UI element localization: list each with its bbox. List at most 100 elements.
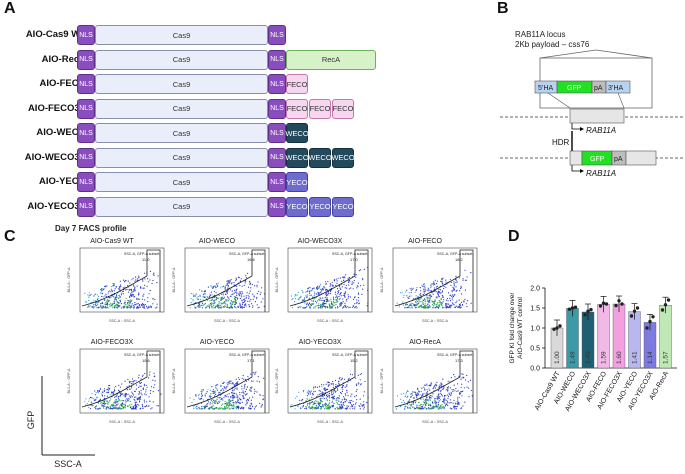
bar-value-label: 1.40 — [585, 351, 592, 364]
bar-value-label: 1.60 — [616, 351, 623, 364]
facs-plot-title: AIO-FECO3X — [90, 339, 134, 346]
ha3-label: 3’HA — [608, 85, 624, 92]
nls-domain: NLS — [77, 98, 95, 119]
facs-plot-title: AIO-FECO — [408, 238, 442, 245]
facs-plot-title: AIO-WECO — [198, 238, 236, 245]
y-tick-label: 0.5 — [530, 346, 540, 353]
nls-domain: NLS — [77, 147, 95, 168]
weco-domain: WECO — [331, 147, 355, 168]
facs-axis-legend: GFP SSC-A — [26, 376, 95, 469]
panel-label-b: B — [497, 0, 509, 17]
yeco-domain: YECO — [309, 196, 331, 217]
facs-gate-label: SSC-A, GFP-A subset — [332, 353, 367, 357]
y-tick-label: 1.5 — [530, 306, 540, 313]
facs-gate-label: SSC-A, GFP-A subset — [229, 252, 264, 256]
yeco-domain: YECO — [286, 172, 308, 192]
ssc-axis-label: SSC-A — [54, 459, 82, 469]
facs-title: Day 7 FACS profile — [55, 224, 127, 233]
facs-gate-value: 17.0 — [350, 257, 359, 262]
bar-value-label: 1.14 — [647, 351, 654, 364]
facs-y-axis-label: BL1-A :: GFP-A — [172, 267, 176, 292]
facs-y-axis-label: BL1-A :: GFP-A — [380, 267, 384, 292]
replicate-point — [620, 302, 624, 306]
facs-y-axis-label: BL1-A :: GFP-A — [275, 368, 279, 393]
construct-label: AIO-RecA — [41, 53, 86, 65]
facs-gate-label: SSC-A, GFP-A subset — [332, 252, 367, 256]
facs-gate-label: SSC-A, GFP-A subset — [229, 353, 264, 357]
gfp-label: GFP — [567, 85, 582, 92]
reca-domain: RecA — [286, 49, 376, 70]
cas9-domain: Cas9 — [95, 196, 268, 217]
facs-plot-title: AIO-YECO3X — [298, 339, 342, 346]
replicate-point — [614, 303, 618, 308]
weco-domain: WECO — [285, 123, 309, 143]
y-tick-label: 1.0 — [530, 326, 540, 333]
replicate-point — [660, 308, 665, 312]
replicate-point — [586, 309, 590, 313]
facs-gate-label: SSC-A, GFP-A subset — [437, 252, 472, 256]
nls-domain: NLS — [268, 147, 286, 168]
facs-gate-value: 15.6 — [142, 358, 151, 363]
replicate-point — [604, 302, 609, 306]
cas9-domain: Cas9 — [95, 98, 268, 119]
construct-label: AIO-FECO — [39, 78, 86, 89]
feco-domain: FECO — [309, 98, 331, 119]
rab11a-locus-diagram: RAB11A locus 2Kb payload – css76 5’HA GF… — [500, 30, 685, 178]
replicate-point — [629, 314, 634, 318]
replicate-point — [555, 326, 559, 330]
nls-domain: NLS — [268, 196, 286, 217]
feco-domain: FECO — [286, 74, 308, 94]
facs-x-axis-label: SSC-A :: SSC-A — [317, 420, 343, 424]
ha5-label: 5’HA — [538, 85, 554, 92]
replicate-point — [601, 301, 606, 305]
gene-label-2: RAB11A — [586, 169, 616, 178]
replicate-point — [598, 304, 603, 308]
hdr-label: HDR — [552, 138, 570, 147]
panel-label-c: C — [4, 228, 16, 245]
cas9-domain: Cas9 — [95, 74, 268, 94]
facs-plot-title: AIO-Cas9 WT — [90, 238, 134, 245]
facs-x-axis-label: SSC-A :: SSC-A — [214, 420, 240, 424]
facs-x-axis-label: SSC-A :: SSC-A — [214, 319, 240, 323]
pa-label-2: pA — [614, 156, 623, 163]
panel-label-d: D — [508, 228, 520, 245]
replicate-point — [552, 327, 556, 331]
facs-y-axis-label: BL1-A :: GFP-A — [172, 368, 176, 393]
nls-domain: NLS — [268, 25, 286, 45]
gfp-label-2: GFP — [590, 156, 605, 163]
locus-title: RAB11A locus — [515, 30, 566, 39]
construct-label: AIO-YECO — [39, 176, 86, 187]
nls-domain: NLS — [77, 123, 95, 143]
facs-x-axis-label: SSC-A :: SSC-A — [317, 319, 343, 323]
gene-label: RAB11A — [586, 126, 616, 135]
construct-label: AIO-Cas9 WT — [25, 29, 86, 40]
cas9-domain: Cas9 — [95, 147, 268, 168]
construct-label: AIO-WECO3X — [24, 151, 86, 163]
facs-gate-value: 15.2 — [350, 358, 359, 363]
facs-gate-value: 11.0 — [142, 257, 150, 262]
facs-plot-title: AIO-YECO — [199, 339, 235, 346]
replicate-point — [570, 306, 575, 310]
facs-gate-value: 16.6 — [247, 257, 256, 262]
pa-label: pA — [594, 85, 603, 92]
replicate-point — [648, 319, 652, 324]
facs-gate-value: 18.2 — [455, 257, 464, 262]
facs-gate-value: 17.1 — [247, 358, 256, 363]
replicate-point — [558, 324, 562, 328]
facs-y-axis-label: BL1-A :: GFP-A — [275, 267, 279, 292]
replicate-point — [573, 305, 578, 309]
replicate-point — [589, 307, 593, 312]
ki-fold-change-chart: GFP KI fold change overAIO-Cas9 WT contr… — [509, 286, 677, 413]
construct-label: AIO-WECO — [36, 127, 86, 138]
replicate-point — [583, 313, 587, 317]
facs-x-axis-label: SSC-A :: SSC-A — [422, 420, 448, 424]
facs-gate-label: SSC-A, GFP-A subset — [124, 353, 159, 357]
nls-domain: NLS — [77, 49, 95, 70]
panel-label-a: A — [4, 0, 16, 17]
facs-plot-title: AIO-WECO3X — [297, 238, 343, 245]
